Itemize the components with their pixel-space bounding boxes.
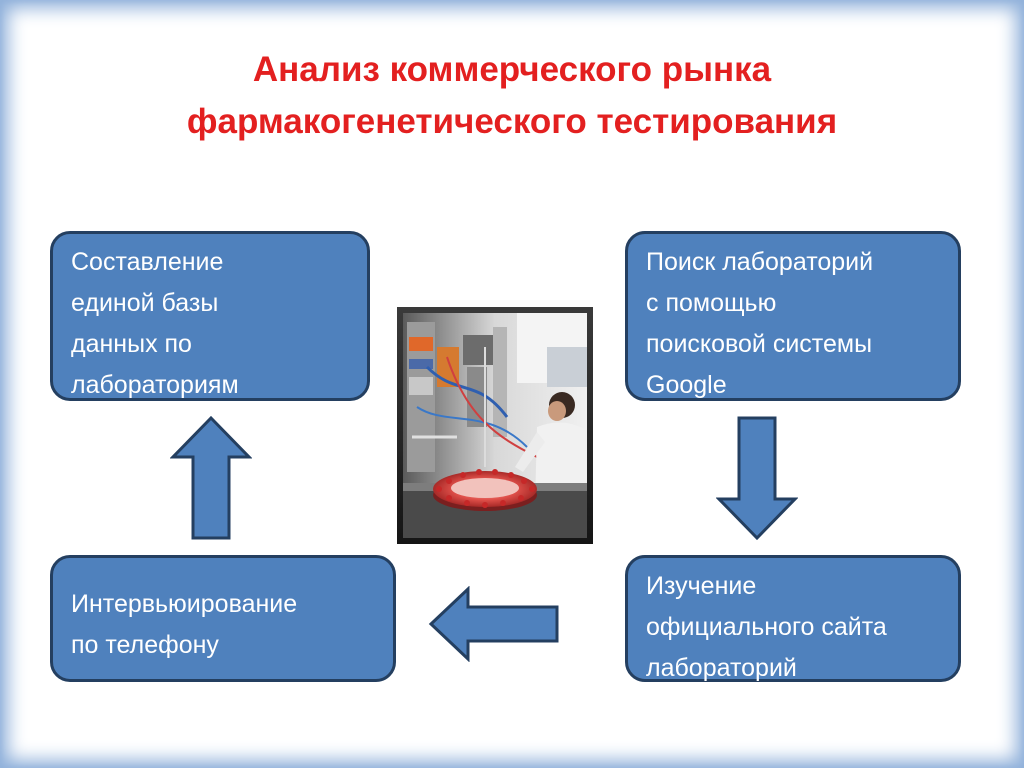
step-text-line: официального сайта <box>646 613 887 641</box>
step-box-database: Составление единой базы данных по лабора… <box>50 231 370 401</box>
title-line-2: фармакогенетического тестирования <box>186 102 838 141</box>
step-box-phone-interview: Интервьюирование по телефону <box>50 555 396 682</box>
step-text-line: по телефону <box>71 631 219 659</box>
step-text-line: Составление <box>71 248 224 276</box>
step-text-line: Интервьюирование <box>71 590 298 618</box>
step-text-line: лабораторий <box>646 654 797 682</box>
step-box-website-study: Изучение официального сайта лабораторий <box>625 555 961 682</box>
step-text-line: Изучение <box>646 572 757 600</box>
step-text-line: лабораториям <box>71 371 239 399</box>
step-text-line: Поиск лабораторий <box>646 248 874 276</box>
arrow-down-icon <box>716 416 798 541</box>
laboratory-photo <box>397 307 593 544</box>
title-line-1: Анализ коммерческого рынка <box>252 50 772 89</box>
step-text-line: данных по <box>71 330 192 358</box>
step-text-line: поисковой системы <box>646 330 873 358</box>
step-text-line: единой базы <box>71 289 219 317</box>
slide-title: Анализ коммерческого рынка фармакогенети… <box>90 44 934 148</box>
arrow-left-icon <box>428 586 559 662</box>
laboratory-illustration <box>403 313 587 538</box>
step-text-line: Google <box>646 371 727 399</box>
arrow-up-icon <box>170 415 252 540</box>
step-box-search: Поиск лабораторий с помощью поисковой си… <box>625 231 961 401</box>
step-text-line: с помощью <box>646 289 777 317</box>
